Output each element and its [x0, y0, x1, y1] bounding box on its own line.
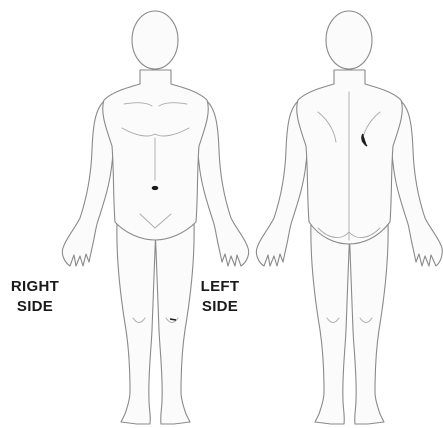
front-body-figure	[62, 11, 248, 424]
left-side-label: LEFT SIDE	[194, 277, 246, 317]
front-knee-mark	[170, 319, 176, 320]
right-side-label-line-2: SIDE	[5, 297, 65, 317]
back-body-figure	[256, 11, 442, 424]
right-side-label-line-1: RIGHT	[5, 277, 65, 297]
front-navel-mark	[152, 186, 158, 189]
right-side-label: RIGHT SIDE	[5, 277, 65, 317]
left-side-label-line-1: LEFT	[194, 277, 246, 297]
left-side-label-line-2: SIDE	[194, 297, 246, 317]
